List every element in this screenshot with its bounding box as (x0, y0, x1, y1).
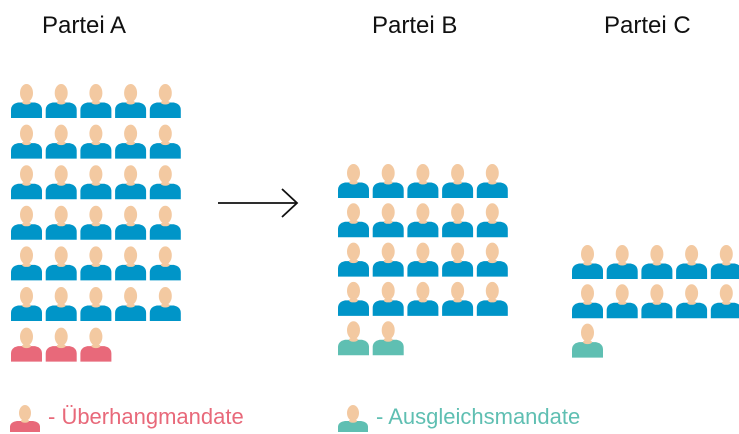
person-icon-ausgleich (338, 405, 368, 432)
person-icon-seat (11, 124, 42, 159)
party-c-title: Partei C (604, 12, 691, 39)
person-icon-ueberhang (45, 327, 77, 362)
person-icon-seat (80, 246, 112, 281)
person-icon-seat (676, 245, 708, 279)
person-icon-seat (80, 205, 112, 240)
person-icon-seat (572, 284, 603, 319)
person-icon-seat (45, 84, 77, 118)
person-icon-seat (115, 287, 147, 321)
person-icon-seat (338, 164, 369, 198)
person-icon-seat (338, 203, 369, 238)
person-icon-seat (149, 246, 181, 281)
person-icon-seat (80, 84, 112, 118)
party-b-title: Partei B (372, 12, 458, 39)
person-icon-seat (115, 246, 147, 281)
person-icon-seat (115, 205, 147, 240)
person-icon-seat (45, 246, 77, 281)
person-icon-ausgleich (572, 323, 603, 358)
person-icon-seat (407, 203, 439, 238)
person-icon-seat (372, 281, 404, 316)
person-icon-seat (80, 287, 112, 321)
person-icon-ueberhang (11, 327, 42, 362)
person-icon-seat (149, 84, 181, 118)
legend-ueberhang: - Überhangmandate (10, 400, 244, 434)
person-icon-seat (476, 242, 508, 277)
person-icon-seat (115, 124, 147, 159)
person-icon-seat (407, 281, 439, 316)
legend-ausgleich: - Ausgleichsmandate (338, 400, 580, 434)
person-icon-seat (11, 165, 42, 200)
party-a-title: Partei A (42, 12, 127, 39)
person-icon-seat (476, 164, 508, 198)
person-icon-seat (45, 205, 77, 240)
person-icon-seat (641, 284, 673, 319)
person-icon-seat (149, 205, 181, 240)
person-icon-seat (338, 242, 369, 277)
person-icon-seat (372, 203, 404, 238)
person-icon-seat (641, 245, 673, 279)
person-icon-seat (11, 246, 42, 281)
person-icon-seat (45, 165, 77, 200)
person-icon-seat (572, 245, 603, 279)
legend-ueberhang-label: - Überhangmandate (48, 404, 244, 429)
person-icon-seat (45, 287, 77, 321)
legend-ausgleich-label: - Ausgleichsmandate (376, 404, 581, 429)
person-icon-seat (372, 242, 404, 277)
person-icon-seat (442, 164, 474, 198)
person-icon-seat (442, 242, 474, 277)
person-icon-seat (476, 281, 508, 316)
person-icon-seat (149, 165, 181, 200)
person-icon-seat (710, 245, 739, 279)
person-icon-seat (606, 284, 638, 319)
person-icon-ausgleich (338, 321, 369, 356)
person-icon-seat (338, 281, 369, 316)
person-icon-seat (45, 124, 77, 159)
person-icon-seat (80, 165, 112, 200)
person-icon-seat (407, 164, 439, 198)
person-icon-seat (476, 203, 508, 238)
person-icon-seat (11, 287, 42, 321)
person-icon-seat (407, 242, 439, 277)
person-icon-seat (115, 84, 147, 118)
person-icon-seat (11, 84, 42, 118)
person-icon-seat (149, 124, 181, 159)
person-icon-seat (442, 203, 474, 238)
person-icon-ausgleich (372, 321, 404, 356)
person-icon-ueberhang (80, 327, 112, 362)
person-icon-seat (80, 124, 112, 159)
person-icon-seat (442, 281, 474, 316)
arrow-right-icon (218, 188, 299, 218)
person-icon-seat (149, 287, 181, 321)
person-icon-ueberhang (10, 405, 40, 432)
person-icon-seat (11, 205, 42, 240)
person-icon-seat (676, 284, 708, 319)
person-icon-seat (710, 284, 739, 319)
person-icon-seat (115, 165, 147, 200)
person-icon-seat (372, 164, 404, 198)
person-icon-seat (606, 245, 638, 279)
